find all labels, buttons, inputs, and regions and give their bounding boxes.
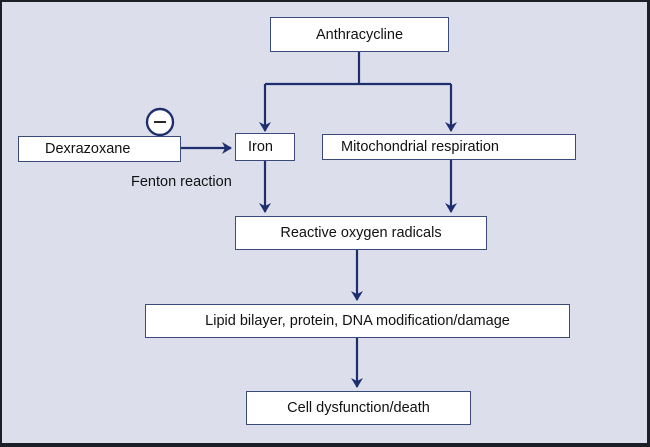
node-anthracycline: Anthracycline — [270, 17, 449, 52]
diagram-canvas: Anthracycline Dexrazoxane Iron Mitochond… — [2, 2, 647, 443]
node-ros-label: Reactive oxygen radicals — [280, 225, 442, 241]
node-dexrazoxane: Dexrazoxane — [18, 136, 181, 162]
node-ros: Reactive oxygen radicals — [235, 216, 487, 250]
node-lipid: Lipid bilayer, protein, DNA modification… — [145, 304, 570, 338]
node-anthracycline-label: Anthracycline — [315, 26, 404, 43]
fenton-reaction-label: Fenton reaction — [131, 174, 232, 190]
node-mitochondrial-label: Mitochondrial respiration — [341, 139, 499, 155]
node-mitochondrial: Mitochondrial respiration — [322, 134, 576, 160]
node-lipid-label: Lipid bilayer, protein, DNA modification… — [205, 313, 510, 329]
node-cell: Cell dysfunction/death — [246, 391, 471, 425]
node-dexrazoxane-label: Dexrazoxane — [45, 141, 131, 157]
connectors — [145, 50, 457, 388]
node-iron-label: Iron — [248, 139, 273, 155]
node-cell-label: Cell dysfunction/death — [287, 400, 430, 416]
node-iron: Iron — [235, 133, 295, 161]
